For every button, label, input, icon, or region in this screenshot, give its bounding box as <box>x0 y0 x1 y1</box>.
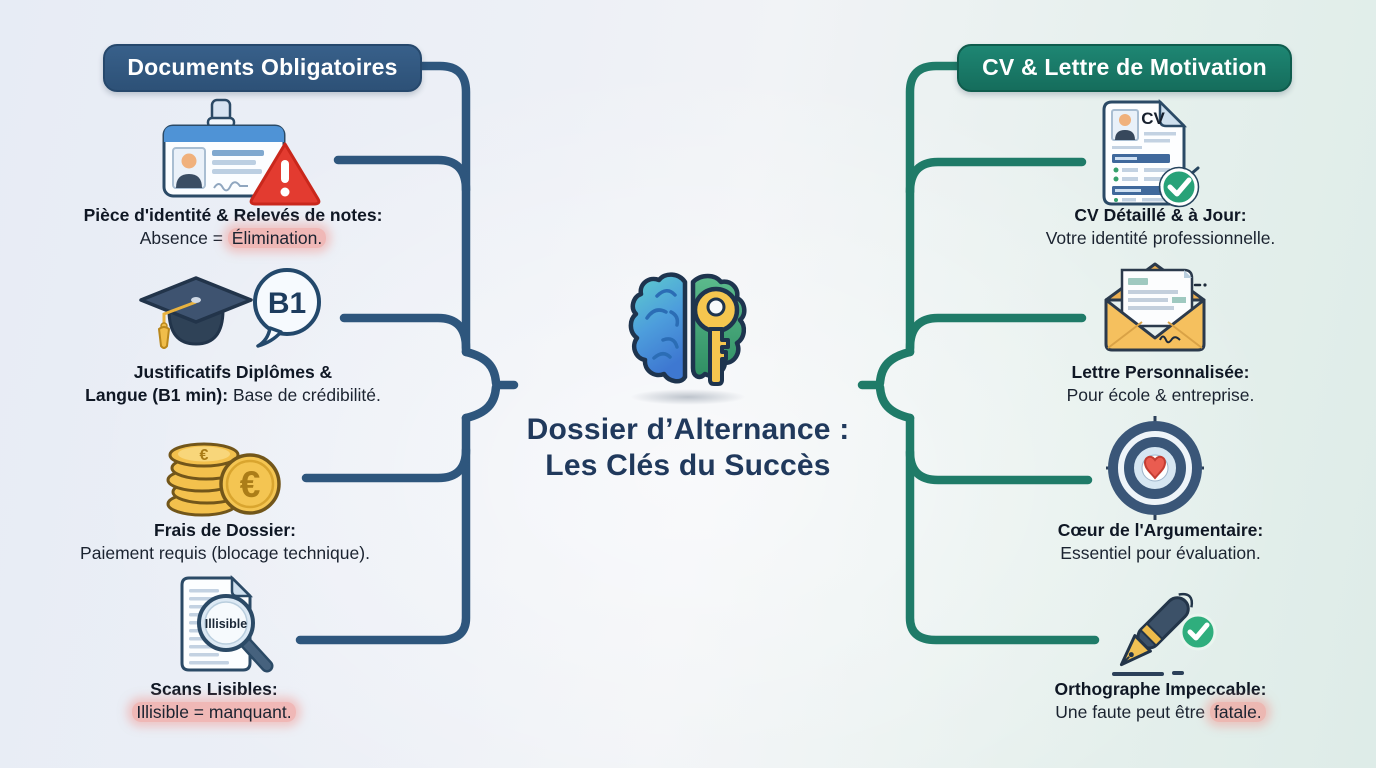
item-desc: Langue (B1 min): Base de crédibilité. <box>38 384 428 407</box>
desc-text: Absence = <box>139 227 228 248</box>
item-title: Orthographe Impeccable: <box>1054 679 1267 699</box>
desc-bold: Langue (B1 min): <box>85 384 229 405</box>
right-item-1-text: CV Détaillé & à Jour: Votre identité pro… <box>1008 204 1313 249</box>
icon-shadow <box>630 389 746 405</box>
item-title: Pièce d'identité & Relevés de notes: <box>83 205 383 225</box>
item-title: Justificatifs Diplômes & <box>133 362 333 382</box>
highlighted-text: fatale. <box>1210 701 1266 722</box>
left-item-4-text: Scans Lisibles: Illisible = manquant. <box>20 678 408 723</box>
right-branch-header: CV & Lettre de Motivation <box>957 44 1292 92</box>
item-desc: Essentiel pour évaluation. <box>1060 542 1261 563</box>
b1-level-bubble-icon: B1 <box>253 268 321 348</box>
left-item-1-text: Pièce d'identité & Relevés de notes: Abs… <box>38 204 428 249</box>
right-item-3-text: Cœur de l'Argumentaire: Essentiel pour é… <box>1008 519 1313 564</box>
brain-key-icon <box>628 272 747 386</box>
cv-label: CV <box>1141 109 1165 128</box>
magnifier-document-icon: Illisible <box>180 574 274 673</box>
item-title: CV Détaillé & à Jour: <box>1074 205 1247 225</box>
left-branch-header: Documents Obligatoires <box>103 44 422 92</box>
item-title: Lettre Personnalisée: <box>1071 362 1250 382</box>
left-brace <box>295 61 519 645</box>
right-item-4-text: Orthographe Impeccable: Une faute peut ê… <box>1008 678 1313 723</box>
id-card-icon <box>162 98 286 198</box>
item-desc: Illisible = manquant. <box>20 701 408 724</box>
item-title: Frais de Dossier: <box>154 520 296 540</box>
desc-text: Base de crédibilité. <box>228 384 381 405</box>
item-desc: Absence = Élimination. <box>38 227 428 250</box>
title-line-1: Dossier d’Alternance : <box>526 413 850 446</box>
item-title: Cœur de l'Argumentaire: <box>1057 520 1264 540</box>
left-item-3-text: Frais de Dossier: Paiement requis (bloca… <box>30 519 420 564</box>
item-desc: Pour école & entreprise. <box>1066 384 1255 405</box>
desc-text: Une faute peut être <box>1055 701 1210 722</box>
page-title: Dossier d’Alternance : Les Clés du Succè… <box>488 412 888 484</box>
item-desc: Une faute peut être fatale. <box>1008 701 1313 724</box>
b1-label: B1 <box>268 287 306 320</box>
envelope-letter-icon <box>1104 262 1207 352</box>
euro-symbol-large: € <box>240 464 261 505</box>
lens-label: Illisible <box>205 617 247 631</box>
euro-coins-icon: € € <box>166 442 281 517</box>
euro-symbol-small: € <box>200 447 209 464</box>
item-desc: Votre identité professionnelle. <box>1045 227 1276 248</box>
highlighted-text: Illisible = manquant. <box>132 701 296 722</box>
right-item-2-text: Lettre Personnalisée: Pour école & entre… <box>1008 361 1313 406</box>
right-brace <box>857 61 1100 645</box>
target-heart-icon <box>1106 416 1204 520</box>
highlighted-text: Élimination. <box>227 227 327 248</box>
graduation-cap-icon <box>139 276 253 349</box>
title-line-2: Les Clés du Succès <box>545 449 831 482</box>
item-desc: Paiement requis (blocage technique). <box>80 542 370 563</box>
left-item-2-text: Justificatifs Diplômes & Langue (B1 min)… <box>38 361 428 406</box>
check-badge-icon <box>1158 166 1200 208</box>
fountain-pen-check-icon <box>1112 592 1217 676</box>
item-title: Scans Lisibles: <box>150 679 278 699</box>
warning-icon <box>249 142 321 206</box>
